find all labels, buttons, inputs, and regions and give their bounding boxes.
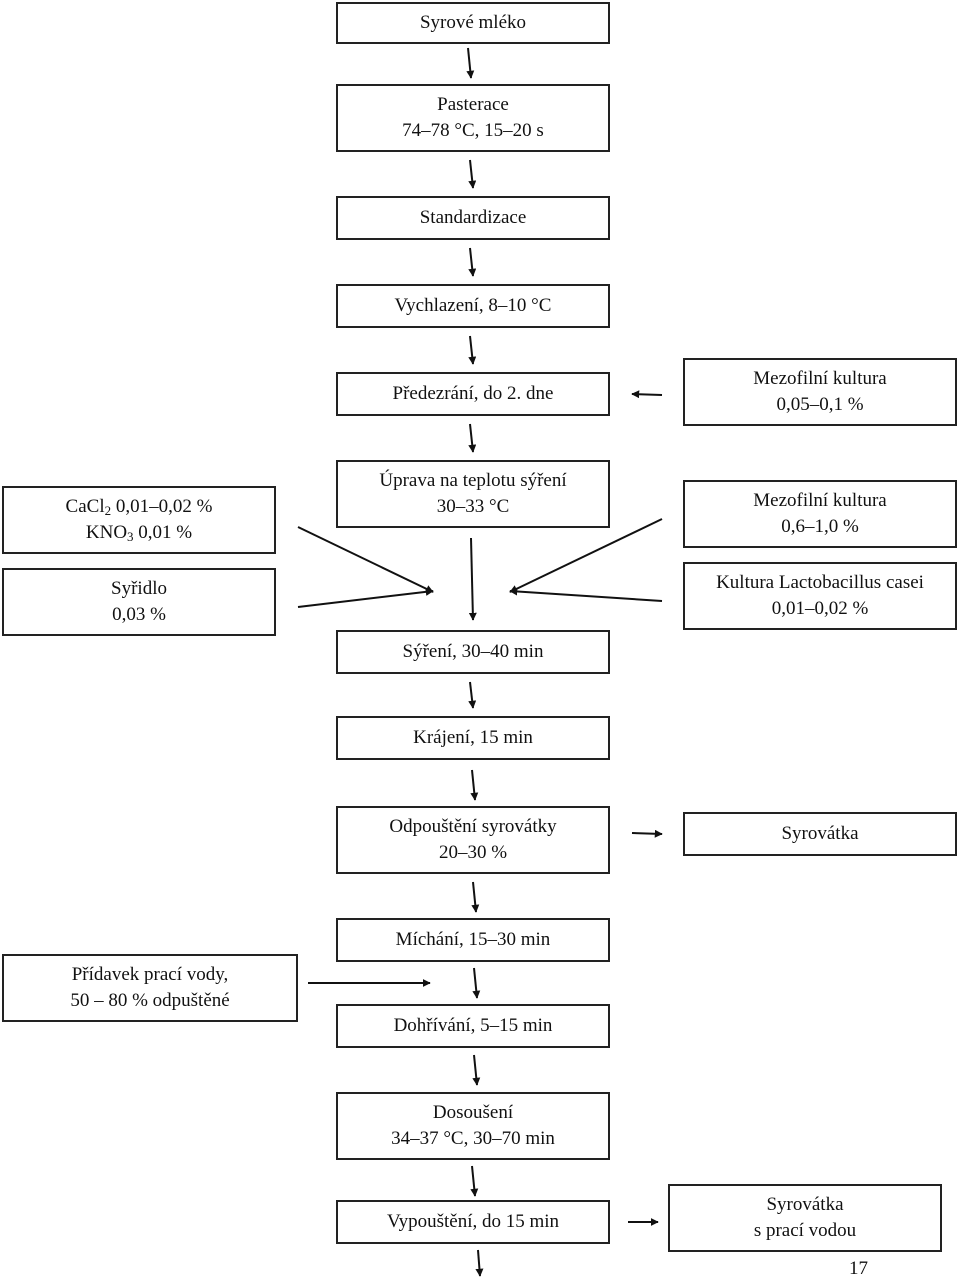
box-line: 0,03 % — [112, 604, 166, 625]
cutting-box: Krájení, 15 min — [336, 716, 610, 760]
kno-value: 0,01 % — [133, 522, 193, 543]
arrow-raw-to-pasteurization — [466, 47, 475, 79]
box-line: Odpouštění syrovátky — [389, 816, 557, 837]
box-line: Standardizace — [419, 207, 527, 228]
cacl-prefix: CaCl — [65, 496, 105, 517]
box-line: Vypouštění, do 15 min — [386, 1211, 560, 1232]
rennet-box: Syřidlo 0,03 % — [2, 568, 276, 636]
arrow-cutting-to-whey-drain — [470, 769, 479, 801]
arrow-final-drying-to-release — [470, 1165, 479, 1197]
temperature-adjust-box: Úprava na teplotu sýření 30–33 °C — [336, 460, 610, 528]
box-line: 50 – 80 % odpuštěné — [70, 990, 230, 1011]
box-line: Kultura Lactobacillus casei — [716, 572, 924, 593]
arrow-whey-drain-to-whey — [631, 829, 663, 838]
raw-milk-box: Syrové mléko — [336, 2, 610, 44]
cacl2-kno3-box: CaCl2 0,01–0,02 % KNO3 0,01 % — [2, 486, 276, 554]
stirring-box: Míchání, 15–30 min — [336, 918, 610, 962]
arrow-reheating-to-final-drying — [472, 1054, 481, 1086]
box-line: 34–37 °C, 30–70 min — [391, 1128, 555, 1149]
box-line: Přídavek prací vody, — [71, 964, 229, 985]
standardization-box: Standardizace — [336, 196, 610, 240]
box-line: 30–33 °C — [436, 496, 510, 517]
arrow-mesophilic2-to-curdling — [509, 518, 663, 593]
arrow-culture-to-preripening — [631, 390, 663, 399]
curdling-box: Sýření, 30–40 min — [336, 630, 610, 674]
box-line: Syřidlo — [111, 578, 167, 599]
box-line: Dohřívání, 5–15 min — [393, 1015, 553, 1036]
box-line: 0,05–0,1 % — [776, 394, 864, 415]
whey-wash-box: Syrovátka s prací vodou — [668, 1184, 942, 1252]
cacl-value: 0,01–0,02 % — [111, 496, 213, 517]
cacl2-line: CaCl2 0,01–0,02 % — [66, 494, 213, 520]
mesophilic-culture-1-box: Mezofilní kultura 0,05–0,1 % — [683, 358, 957, 426]
arrow-pasteurization-to-standardization — [468, 159, 477, 189]
box-line: Pasterace — [437, 94, 509, 115]
preripening-box: Předezrání, do 2. dne — [336, 372, 610, 416]
box-line: 20–30 % — [438, 842, 508, 863]
wash-water-box: Přídavek prací vody, 50 – 80 % odpuštěné — [2, 954, 298, 1022]
page-number: 17 — [849, 1258, 868, 1279]
box-line: Mezofilní kultura — [753, 368, 887, 389]
box-line: Předezrání, do 2. dne — [392, 383, 554, 404]
arrow-rennet-to-curdling — [297, 587, 434, 608]
arrow-release-down — [475, 1249, 484, 1277]
lactobacillus-box: Kultura Lactobacillus casei 0,01–0,02 % — [683, 562, 957, 630]
box-line: s prací vodou — [753, 1220, 857, 1241]
box-line: Dosoušení — [432, 1102, 514, 1123]
box-line: Syrovátka — [781, 823, 859, 844]
box-line: 0,6–1,0 % — [781, 516, 859, 537]
arrow-stirring-to-reheating — [472, 967, 481, 999]
box-line: Vychlazení, 8–10 °C — [394, 295, 552, 316]
whey-box: Syrovátka — [683, 812, 957, 856]
kno-subscript: 3 — [127, 529, 134, 544]
kno3-line: KNO3 0,01 % — [86, 520, 192, 546]
release-box: Vypouštění, do 15 min — [336, 1200, 610, 1244]
arrow-lactobacillus-to-curdling — [509, 587, 663, 602]
box-line: Syrové mléko — [419, 12, 527, 33]
arrow-cacl2-to-curdling — [297, 526, 434, 593]
final-drying-box: Dosoušení 34–37 °C, 30–70 min — [336, 1092, 610, 1160]
cooling-box: Vychlazení, 8–10 °C — [336, 284, 610, 328]
whey-drain-box: Odpouštění syrovátky 20–30 % — [336, 806, 610, 874]
box-line: Mezofilní kultura — [753, 490, 887, 511]
arrow-cooling-to-preripening — [468, 335, 477, 365]
mesophilic-culture-2-box: Mezofilní kultura 0,6–1,0 % — [683, 480, 957, 548]
box-line: 0,01–0,02 % — [771, 598, 869, 619]
box-line: Sýření, 30–40 min — [402, 641, 544, 662]
arrow-whey-drain-to-stirring — [471, 881, 480, 913]
box-line: Krájení, 15 min — [413, 727, 533, 748]
kno-prefix: KNO — [85, 522, 128, 543]
box-line: 74–78 °C, 15–20 s — [402, 120, 544, 141]
arrow-standardization-to-cooling — [468, 247, 477, 277]
reheating-box: Dohřívání, 5–15 min — [336, 1004, 610, 1048]
arrow-preripening-to-temperature — [468, 423, 477, 453]
box-line: Syrovátka — [766, 1194, 844, 1215]
pasteurization-box: Pasterace 74–78 °C, 15–20 s — [336, 84, 610, 152]
cacl-subscript: 2 — [104, 503, 112, 518]
box-line: Úprava na teplotu sýření — [379, 470, 567, 491]
box-line: Míchání, 15–30 min — [395, 929, 551, 950]
arrow-temperature-to-curdling — [468, 537, 477, 621]
arrow-curdling-to-cutting — [468, 681, 477, 709]
